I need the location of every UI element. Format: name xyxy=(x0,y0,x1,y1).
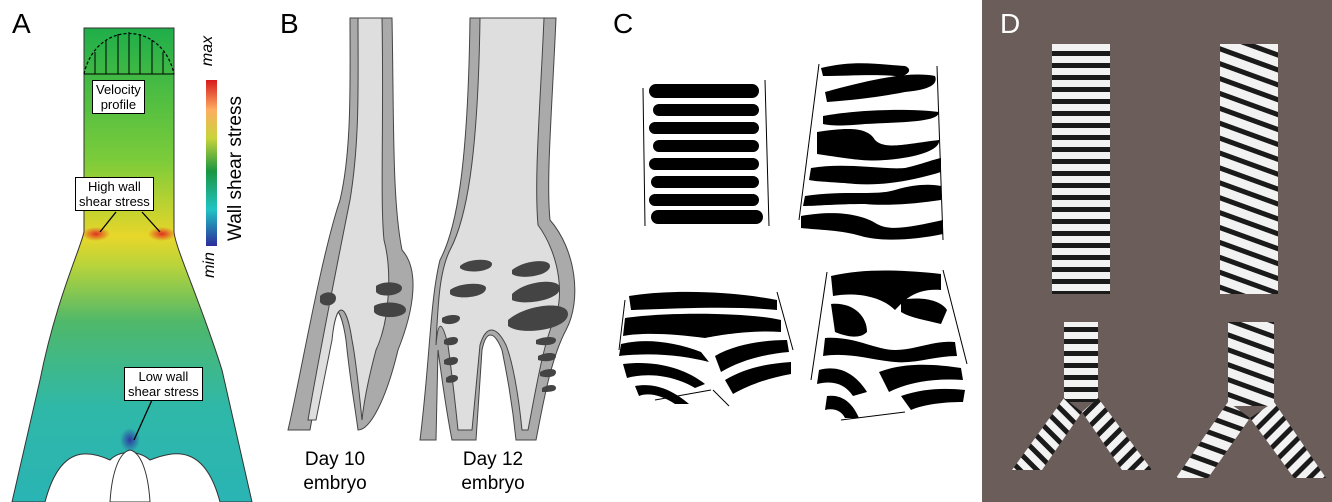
panel-c: C xyxy=(605,0,980,502)
limb-development-figure xyxy=(280,0,600,502)
sim-branch-regular xyxy=(1012,322,1152,470)
colorbar xyxy=(206,80,217,246)
colorbar-max-label: max xyxy=(199,36,217,66)
sim-straight-regular xyxy=(1052,44,1110,294)
day10-caption: Day 10 embryo xyxy=(290,448,380,496)
day10-limb xyxy=(288,18,413,430)
panel-b: B Day 10 embryo Day xyxy=(280,0,600,502)
sim-straight-irregular xyxy=(1220,44,1278,294)
panel-d: D xyxy=(982,0,1332,502)
velocity-profile-callout: Velocity profile xyxy=(92,80,145,114)
colorbar-title: Wall shear stress xyxy=(225,81,247,241)
panel-a: A xyxy=(0,0,270,502)
low-stress-callout: Low wall shear stress xyxy=(124,367,203,401)
sim-branch-irregular xyxy=(1176,322,1326,478)
colorbar-min-label: min xyxy=(201,252,219,278)
day12-limb xyxy=(420,18,575,440)
stripe-block-top-left xyxy=(643,80,769,226)
high-stress-callout: High wall shear stress xyxy=(75,177,154,211)
stripe-block-bottom-left xyxy=(619,292,793,406)
stripe-pattern-figure xyxy=(605,0,980,502)
stripe-block-bottom-right xyxy=(811,270,967,420)
wall-shear-stress-figure xyxy=(0,0,270,502)
stripe-block-top-right xyxy=(799,63,943,240)
turing-pattern-simulation xyxy=(982,0,1332,502)
day12-caption: Day 12 embryo xyxy=(448,448,538,496)
